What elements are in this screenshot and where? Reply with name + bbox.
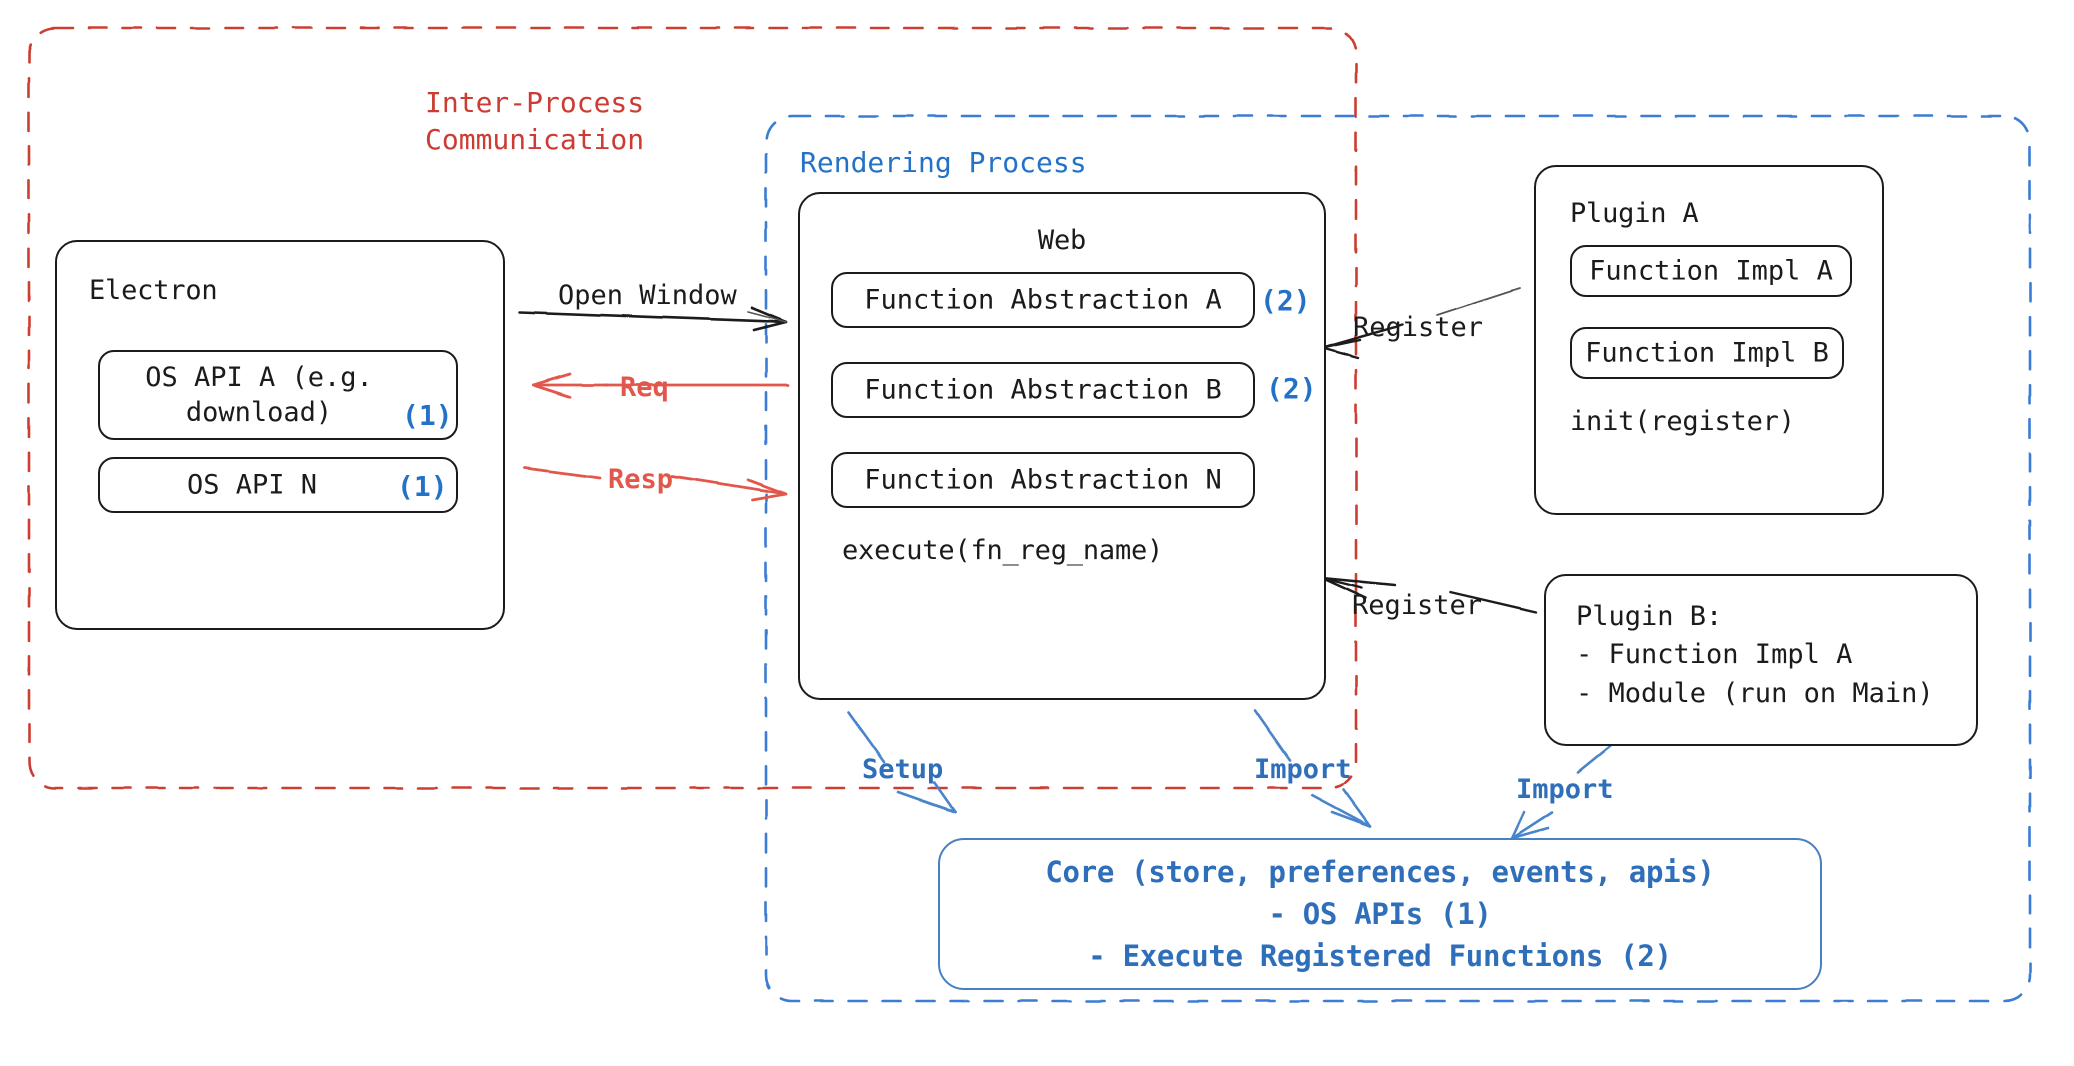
node-plugin-a-footer: init(register): [1570, 406, 1795, 437]
node-fn-abs-b[interactable]: Function Abstraction B: [831, 362, 1255, 418]
edge-label-register-a: Register: [1353, 312, 1484, 343]
node-web[interactable]: Web Function Abstraction A (2) Function …: [798, 192, 1326, 700]
node-fn-abs-a-marker: (2): [1260, 284, 1311, 317]
node-core[interactable]: Core (store, preferences, events, apis) …: [938, 838, 1822, 990]
node-os-api-n[interactable]: OS API N: [98, 457, 458, 513]
node-os-api-a-marker: (1): [402, 399, 453, 432]
node-plugin-b[interactable]: Plugin B: - Function Impl A - Module (ru…: [1544, 574, 1978, 746]
node-fn-abs-a[interactable]: Function Abstraction A: [831, 272, 1255, 328]
edge-label-register-b: Register: [1352, 590, 1483, 621]
edge-label-req: Req: [620, 372, 669, 403]
node-web-title: Web: [1037, 225, 1087, 256]
node-os-api-a-label: OS API A (e.g. download): [145, 361, 373, 428]
node-plugin-b-lines: Plugin B: - Function Impl A - Module (ru…: [1576, 601, 1934, 709]
node-fn-abs-b-marker: (2): [1266, 372, 1317, 405]
node-os-api-n-label: OS API N: [186, 469, 318, 501]
node-electron-title: Electron: [89, 275, 218, 306]
node-web-footer: execute(fn_reg_name): [842, 535, 1164, 566]
node-fn-abs-b-label: Function Abstraction B: [864, 374, 1222, 406]
node-fn-abs-n[interactable]: Function Abstraction N: [831, 452, 1255, 508]
node-core-lines: Core (store, preferences, events, apis) …: [1045, 854, 1715, 974]
node-os-api-n-marker: (1): [397, 470, 448, 503]
edge-label-import-plugin-b: Import: [1516, 774, 1614, 805]
node-fn-abs-n-label: Function Abstraction N: [864, 464, 1222, 496]
node-plugin-a-title: Plugin A: [1570, 198, 1699, 229]
node-os-api-a[interactable]: OS API A (e.g. download): [98, 350, 458, 440]
group-title-ipc: Inter-Process Communication: [425, 86, 645, 156]
edge-label-open-window: Open Window: [558, 280, 737, 311]
node-plugin-a[interactable]: Plugin A Function Impl A Function Impl B…: [1534, 165, 1884, 515]
node-fn-abs-a-label: Function Abstraction A: [864, 284, 1222, 316]
edge-label-import-web: Import: [1254, 754, 1352, 785]
group-title-rendering: Rendering Process: [800, 146, 1087, 179]
edge-label-setup: Setup: [862, 754, 944, 785]
node-electron[interactable]: Electron OS API A (e.g. download) (1) OS…: [55, 240, 505, 630]
edge-label-resp: Resp: [608, 464, 674, 495]
node-fn-impl-a[interactable]: Function Impl A: [1570, 245, 1852, 297]
node-fn-impl-b-label: Function Impl B: [1585, 337, 1829, 369]
node-fn-impl-b[interactable]: Function Impl B: [1570, 327, 1844, 379]
node-fn-impl-a-label: Function Impl A: [1589, 255, 1833, 287]
